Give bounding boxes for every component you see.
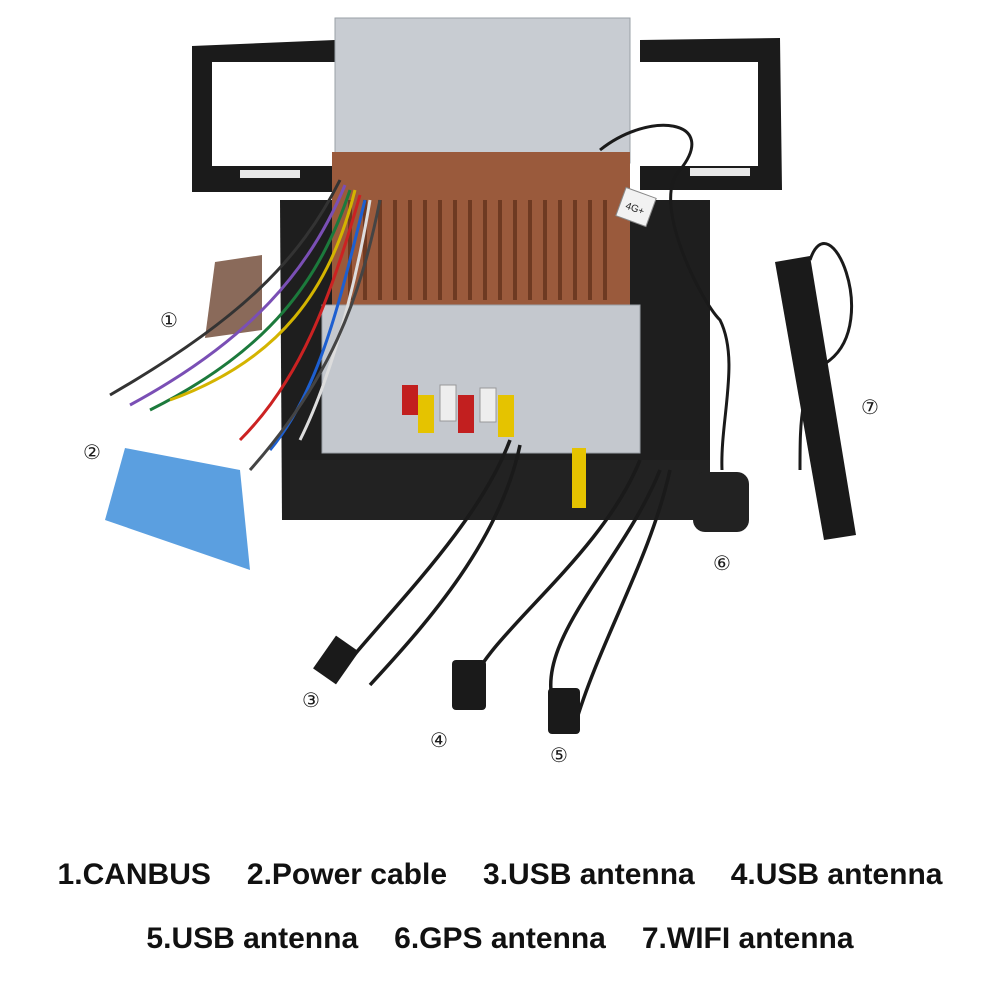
canbus-module [205, 255, 262, 338]
tag-4g: 4G+ [615, 186, 657, 228]
usb-plug-4 [452, 660, 486, 710]
legend-item-usb-antenna-4: 4.USB antenna [730, 858, 943, 891]
legend-item-usb-antenna-3: 3.USB antenna [483, 858, 695, 891]
product-photo: 4G+ [105, 17, 856, 734]
legend-row-1: 1.CANBUS 2.Power cable 3.USB antenna 4.U… [0, 858, 1000, 892]
legend-item-usb-antenna-5: 5.USB antenna [146, 922, 359, 955]
legend-item-canbus: 1.CANBUS [57, 858, 211, 891]
legend-row-2: 5.USB antenna 6.GPS antenna 7.WIFI anten… [0, 922, 1000, 956]
marker-1: ① [160, 308, 178, 332]
usb-plug-5 [548, 688, 580, 734]
marker-3: ③ [302, 688, 320, 712]
legend-item-gps-antenna: 6.GPS antenna [394, 922, 606, 955]
rca-plugs [402, 384, 586, 508]
marker-5: ⑤ [550, 743, 568, 767]
wifi-antenna [775, 256, 856, 540]
heatsink [332, 152, 630, 310]
legend-item-wifi-antenna: 7.WIFI antenna [641, 922, 854, 955]
power-box [105, 448, 250, 570]
marker-6: ⑥ [713, 551, 731, 575]
gps-antenna-puck [693, 472, 749, 532]
legend-item-power-cable: 2.Power cable [246, 858, 448, 891]
metal-housing [334, 17, 631, 164]
metal-panel [321, 304, 641, 454]
usb-plug-3 [313, 635, 359, 685]
marker-4: ④ [430, 728, 448, 752]
antenna-cable [599, 123, 731, 471]
wire-harness [109, 179, 382, 471]
marker-2: ② [83, 440, 101, 464]
wifi-antenna-cable [798, 242, 853, 471]
marker-7: ⑦ [861, 395, 879, 419]
